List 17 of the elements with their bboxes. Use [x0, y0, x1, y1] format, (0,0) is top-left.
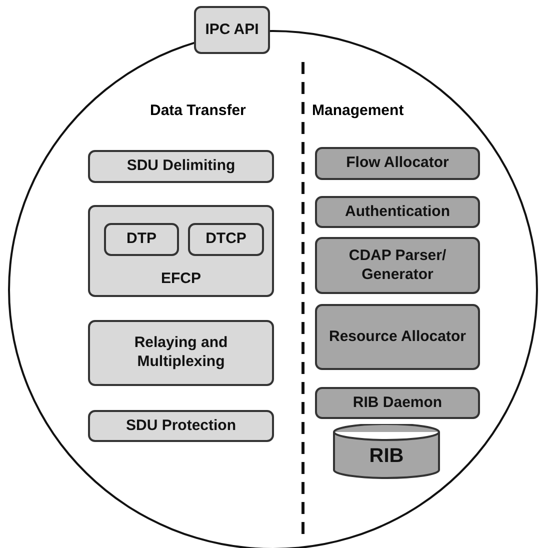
component-box: RIB Daemon — [315, 387, 480, 419]
group-title: EFCP — [160, 270, 201, 289]
component-box: Relaying and Multiplexing — [88, 320, 274, 386]
column-heading: Data Transfer — [150, 102, 246, 119]
component-box: Resource Allocator — [315, 304, 480, 370]
component-box: CDAP Parser/ Generator — [315, 237, 480, 294]
database-cylinder — [333, 424, 440, 479]
interface-tab: IPC API — [194, 6, 270, 54]
component-box: SDU Delimiting — [88, 150, 274, 183]
component-box: Flow Allocator — [315, 147, 480, 180]
node-label: RIB — [369, 444, 404, 469]
component-box: Authentication — [315, 196, 480, 228]
component-box: DTCP — [188, 223, 264, 256]
component-group-box — [88, 205, 274, 297]
component-box: DTP — [104, 223, 179, 256]
component-box: SDU Protection — [88, 410, 274, 442]
column-heading: Management — [312, 102, 404, 119]
